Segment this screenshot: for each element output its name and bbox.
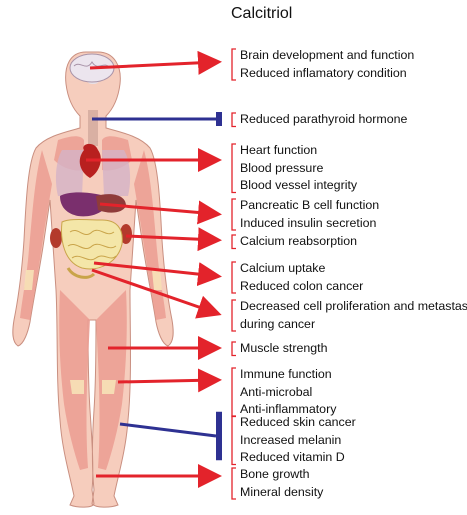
label-bracket [231,48,236,81]
effect-line: Increased melanin [240,432,342,447]
label-bracket [231,341,236,357]
brackets-layer [231,48,236,500]
effect-line: Calcium reabsorption [240,234,358,248]
effect-line: Brain development and function [240,48,415,62]
effect-line: Bone growth [240,467,310,481]
effect-label-2: Reduced parathyroid hormone [240,111,407,129]
inhibition-bar [216,112,222,126]
label-bracket [231,261,236,294]
kidney-left [50,228,62,248]
trachea [88,110,98,146]
label-bracket [231,234,236,250]
label-bracket [231,198,236,231]
effect-line: Immune function [240,367,332,381]
stimulation-arrow [125,227,222,252]
effect-label-7: Decreased cell proliferation and metasta… [240,298,467,333]
right-lung [102,150,131,196]
stimulation-arrow [89,50,222,75]
effect-line: Induced insulin secretion [240,215,377,230]
inhibition-bar [216,411,222,461]
intestine-coils [67,229,117,261]
label-bracket [231,143,236,194]
effect-line: Anti-inflammatory [240,402,337,416]
label-bracket [231,299,236,332]
effect-line: Mineral density [240,484,324,499]
effect-line: Blood pressure [240,160,324,175]
stimulation-arrow [117,368,222,393]
effect-line: Blood vessel integrity [240,178,358,192]
left-lung [55,150,84,196]
effect-line: Reduced colon cancer [240,278,364,293]
stimulation-arrow [91,268,222,319]
colon [66,267,96,279]
human-body-figure [12,51,174,508]
effect-line: Pancreatic B cell function [240,198,380,212]
effect-line: Reduced inflamatory condition [240,65,407,80]
stimulation-arrow [93,261,222,287]
effect-label-8: Muscle strength [240,340,327,358]
kidney-right [120,224,132,244]
label-bracket [231,367,236,418]
label-bracket [231,415,236,466]
effect-line: Reduced vitamin D [240,450,345,464]
effect-line: Reduced parathyroid hormone [240,112,408,126]
effect-line: Calcium uptake [240,261,326,275]
label-bracket [231,467,236,500]
effect-line: Reduced skin cancer [240,415,356,429]
effect-line: Decreased cell proliferation and metasta… [240,299,467,313]
liver [96,194,126,213]
stimulation-arrow [99,200,222,225]
connectors-layer [86,50,222,488]
effect-line: Anti-microbal [240,384,313,399]
inhibition-line [119,422,217,438]
effect-label-5: Calcium reabsorption [240,233,357,251]
label-bracket [231,112,236,128]
effect-line: Heart function [240,143,318,157]
effect-line: during cancer [240,316,316,331]
diagram-title: Calcitriol [231,5,293,22]
effect-line: Muscle strength [240,341,328,355]
